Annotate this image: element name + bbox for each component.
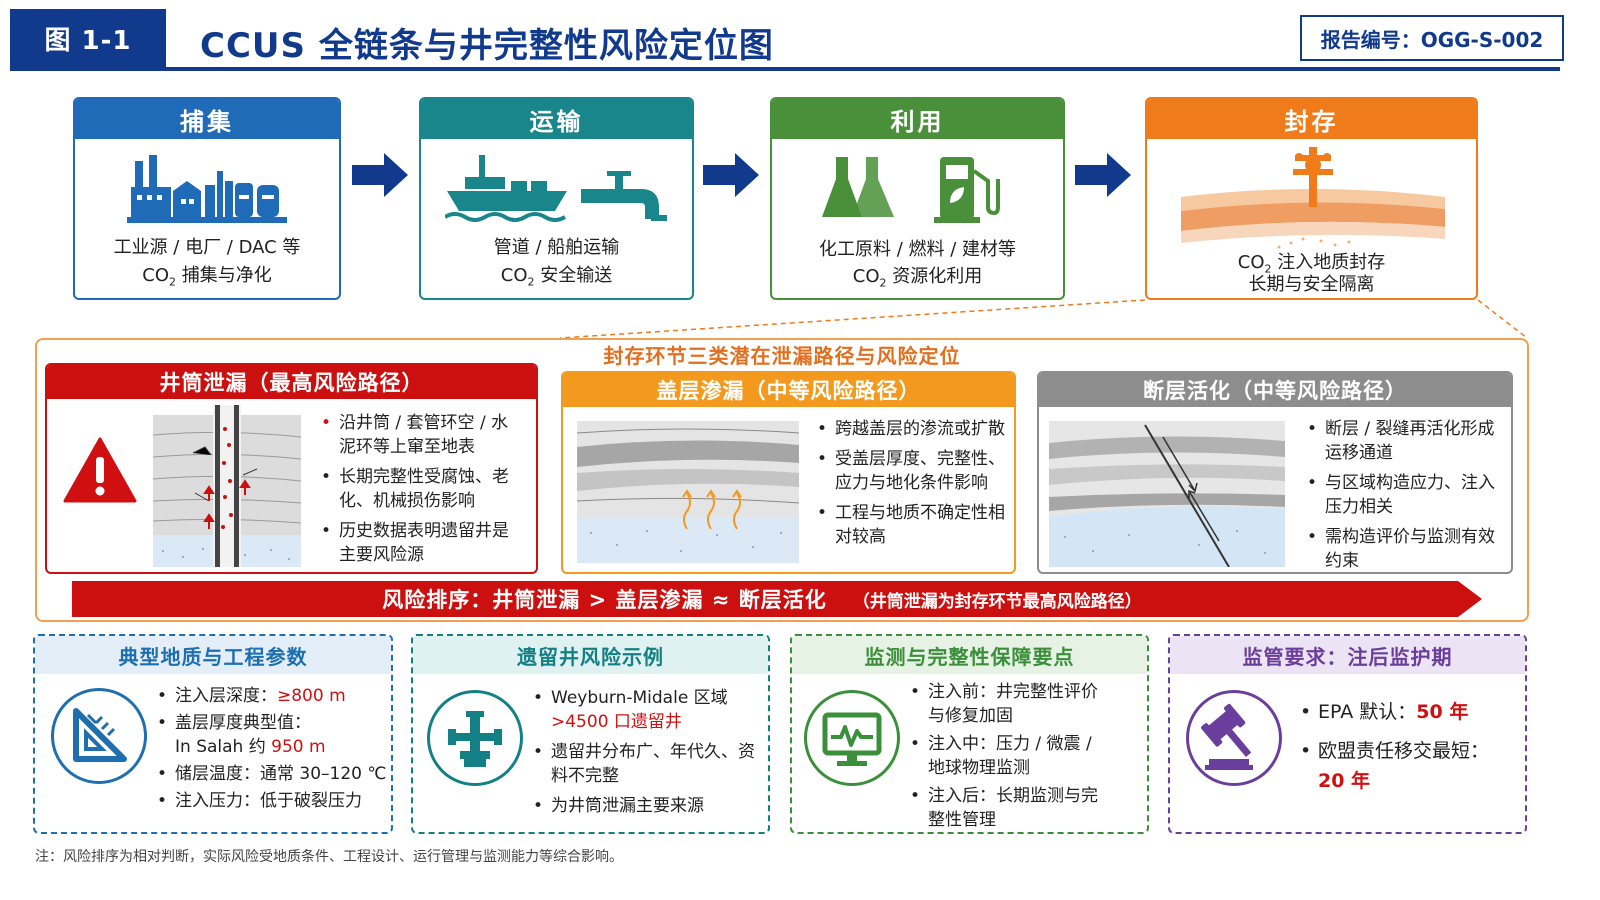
- bullet: 需构造评价与监测有效约束: [1305, 525, 1505, 572]
- stage-capture-line1: 工业源 / 电厂 / DAC 等: [113, 237, 301, 258]
- bullet: 与区域构造应力、注入压力相关: [1305, 471, 1505, 519]
- stage-transport: 运输 管道 / 船舶运输 CO2 安全输送: [419, 97, 694, 300]
- risk-wellbore: 井筒泄漏（最高风险路径） 沿井筒 / 套管环空 / 水泥环等上窜至地表 长期完整…: [45, 363, 538, 574]
- zoom-connector: [559, 299, 1528, 339]
- card-monitor-bullets: 注入前：井完整性评价与修复加固 注入中：压力 / 微震 / 地球物理监测 注入后…: [908, 680, 1108, 832]
- bullet: 注入前：井完整性评价与修复加固: [908, 680, 1108, 728]
- stage-utilization-title: 利用: [772, 99, 1063, 139]
- bullet: 储层温度：通常 30–120 ℃: [155, 762, 391, 786]
- card-legacy-wells: 遗留井风险示例 Weyburn-Midale 区域>4500 口遗留井 遗留井分…: [411, 634, 770, 834]
- flow-arrow-3: [1075, 153, 1131, 197]
- risk-caprock: 盖层渗漏（中等风险路径） 跨越盖层的渗流或扩散 受盖层厚度、完整性、应力与地化条…: [561, 371, 1016, 574]
- card-legacy-title: 遗留井风险示例: [413, 636, 768, 674]
- report-number: 报告编号：OGG-S-002: [1300, 15, 1564, 61]
- ruler-icon: [51, 688, 147, 784]
- risk-fault-bullets: 断层 / 裂缝再活化形成运移通道 与区域构造应力、注入压力相关 需构造评价与监测…: [1305, 417, 1505, 572]
- bullet: 跨越盖层的渗流或扩散: [815, 417, 1011, 441]
- stage-storage-line2: 长期与安全隔离: [1248, 274, 1375, 295]
- stage-capture-title: 捕集: [75, 99, 339, 139]
- stage-utilization: 利用 化工原料 / 燃料 / 建材等 CO2 资源化利用: [770, 97, 1065, 300]
- card-monitoring: 监测与完整性保障要点 注入前：井完整性评价与修复加固 注入中：压力 / 微震 /…: [790, 634, 1149, 834]
- bullet: 为井筒泄漏主要来源: [531, 794, 763, 818]
- risk-ranking-arrow: [72, 581, 1482, 617]
- flow-arrow-1: [352, 153, 408, 197]
- stage-capture-line2: CO2 捕集与净化: [142, 265, 272, 289]
- card-params: 典型地质与工程参数 注入层深度：≥800 m 盖层厚度典型值：In Salah …: [33, 634, 393, 834]
- bullet: 盖层厚度典型值：In Salah 约 950 m: [155, 711, 391, 759]
- risk-caprock-bullets: 跨越盖层的渗流或扩散 受盖层厚度、完整性、应力与地化条件影响 工程与地质不确定性…: [815, 417, 1011, 555]
- bullet: Weyburn-Midale 区域>4500 口遗留井: [531, 686, 763, 734]
- card-regulation-title: 监管要求：注后监护期: [1170, 636, 1525, 674]
- risk-caprock-title: 盖层渗漏（中等风险路径）: [563, 373, 1014, 407]
- card-monitor-title: 监测与完整性保障要点: [792, 636, 1147, 674]
- stage-storage-line1: CO2 注入地质封存: [1237, 252, 1386, 276]
- bullet: 长期完整性受腐蚀、老化、机械损伤影响: [319, 465, 525, 513]
- caprock-seepage-illustration: [577, 421, 799, 563]
- wellhead-valve-icon: [427, 690, 523, 786]
- fault-activation-illustration: [1049, 421, 1285, 567]
- risk-ranking: 风险排序：井筒泄漏 > 盖层渗漏 ≈ 断层活化 （井筒泄漏为封存环节最高风险路径…: [72, 581, 1452, 617]
- bullet: EPA 默认：50 年: [1298, 698, 1524, 726]
- bullet: 历史数据表明遗留井是主要风险源: [319, 519, 525, 567]
- flask-fuel-icon: [822, 157, 1000, 223]
- bullet: 注入中：压力 / 微震 / 地球物理监测: [908, 732, 1108, 780]
- bullet: 遗留井分布广、年代久、资料不完整: [531, 740, 763, 788]
- stage-transport-line2: CO2 安全输送: [500, 265, 613, 289]
- stage-storage-title: 封存: [1147, 99, 1476, 139]
- warning-icon: [63, 437, 137, 503]
- risk-fault-title: 断层活化（中等风险路径）: [1039, 373, 1511, 407]
- bullet: 受盖层厚度、完整性、应力与地化条件影响: [815, 447, 1011, 495]
- footnote: 注：风险排序为相对判断，实际风险受地质条件、工程设计、运行管理与监测能力等综合影…: [35, 849, 623, 865]
- stage-utilization-line2: CO2 资源化利用: [852, 266, 983, 290]
- bullet: 欧盟责任移交最短：20 年: [1298, 736, 1524, 796]
- factory-icon: [127, 155, 287, 223]
- risk-fault: 断层活化（中等风险路径） 断层 / 裂缝再活化形成运移通道 与区域构造应力、注入…: [1037, 371, 1513, 574]
- risk-wellbore-title: 井筒泄漏（最高风险路径）: [47, 365, 536, 399]
- gavel-icon: [1186, 690, 1282, 786]
- ship-pipeline-icon: [445, 155, 667, 222]
- bullet: 沿井筒 / 套管环空 / 水泥环等上窜至地表: [319, 411, 525, 459]
- stage-capture: 捕集 工业源 / 电厂 / DAC 等 CO2 捕集与净化: [73, 97, 341, 300]
- bullet: 注入层深度：≥800 m: [155, 684, 391, 708]
- monitor-screen-icon: [804, 690, 900, 786]
- stage-transport-title: 运输: [421, 99, 692, 139]
- bullet: 注入压力：低于破裂压力: [155, 789, 391, 813]
- bullet: 工程与地质不确定性相对较高: [815, 501, 1011, 549]
- wellhead-strata-icon: [1181, 147, 1445, 249]
- risk-ranking-note: （井筒泄漏为封存环节最高风险路径）: [852, 591, 1142, 612]
- card-regulation-bullets: EPA 默认：50 年 欧盟责任移交最短：20 年: [1298, 698, 1524, 802]
- header-rule: [10, 67, 1560, 71]
- card-legacy-bullets: Weyburn-Midale 区域>4500 口遗留井 遗留井分布广、年代久、资…: [531, 686, 763, 824]
- bullet: 注入后：长期监测与完整性管理: [908, 784, 1108, 832]
- risk-wellbore-bullets: 沿井筒 / 套管环空 / 水泥环等上窜至地表 长期完整性受腐蚀、老化、机械损伤影…: [319, 411, 525, 572]
- stage-storage: 封存 CO2 注入地质封存 长期与安全隔离: [1145, 97, 1478, 300]
- flow-arrow-2: [703, 153, 759, 197]
- stage-utilization-line1: 化工原料 / 燃料 / 建材等: [818, 239, 1016, 260]
- card-regulation: 监管要求：注后监护期 EPA 默认：50 年 欧盟责任移交最短：20 年: [1168, 634, 1527, 834]
- figure-label: 图 1-1: [10, 9, 166, 67]
- bullet: 断层 / 裂缝再活化形成运移通道: [1305, 417, 1505, 465]
- card-params-title: 典型地质与工程参数: [35, 636, 391, 674]
- risk-ranking-main: 风险排序：井筒泄漏 > 盖层渗漏 ≈ 断层活化: [382, 588, 827, 612]
- card-params-bullets: 注入层深度：≥800 m 盖层厚度典型值：In Salah 约 950 m 储层…: [155, 684, 391, 819]
- storage-panel-title: 封存环节三类潜在泄漏路径与风险定位: [603, 344, 961, 368]
- page-title: CCUS 全链条与井完整性风险定位图: [200, 26, 774, 66]
- wellbore-leak-illustration: [153, 405, 301, 567]
- stage-transport-line1: 管道 / 船舶运输: [493, 237, 620, 258]
